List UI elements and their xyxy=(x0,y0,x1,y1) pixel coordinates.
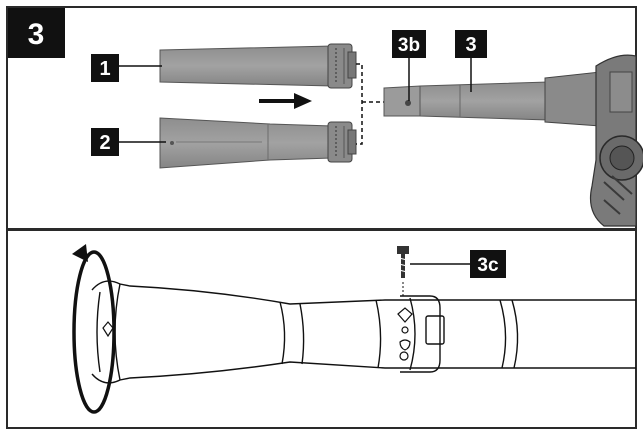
tube-1 xyxy=(159,43,357,89)
screw-icon xyxy=(397,246,409,278)
callout-3b-label: 3b xyxy=(398,35,420,56)
blower-motor xyxy=(589,54,643,227)
callout-3: 3 xyxy=(455,30,487,92)
lock-symbols-icon xyxy=(397,307,413,361)
tube-detail xyxy=(91,280,636,384)
callout-3b: 3b xyxy=(392,30,426,101)
step-number: 3 xyxy=(28,18,45,51)
callout-1-label: 1 xyxy=(99,58,110,80)
callout-2-label: 2 xyxy=(99,132,110,154)
right-arrow-icon xyxy=(259,93,312,109)
tube-2 xyxy=(159,117,357,169)
dashed-connector xyxy=(356,63,384,145)
callout-1: 1 xyxy=(91,54,162,82)
callout-2: 2 xyxy=(91,128,166,156)
step-badge: 3 xyxy=(8,8,65,58)
bottom-panel: 3c xyxy=(6,229,637,429)
callout-3-label: 3 xyxy=(465,34,476,56)
callout-3c: 3c xyxy=(410,250,506,278)
callout-3c-label: 3c xyxy=(477,255,499,276)
blower-tube xyxy=(383,71,601,127)
rotation-arrow-icon xyxy=(72,244,116,414)
top-panel: 3 1 2 xyxy=(6,6,643,230)
